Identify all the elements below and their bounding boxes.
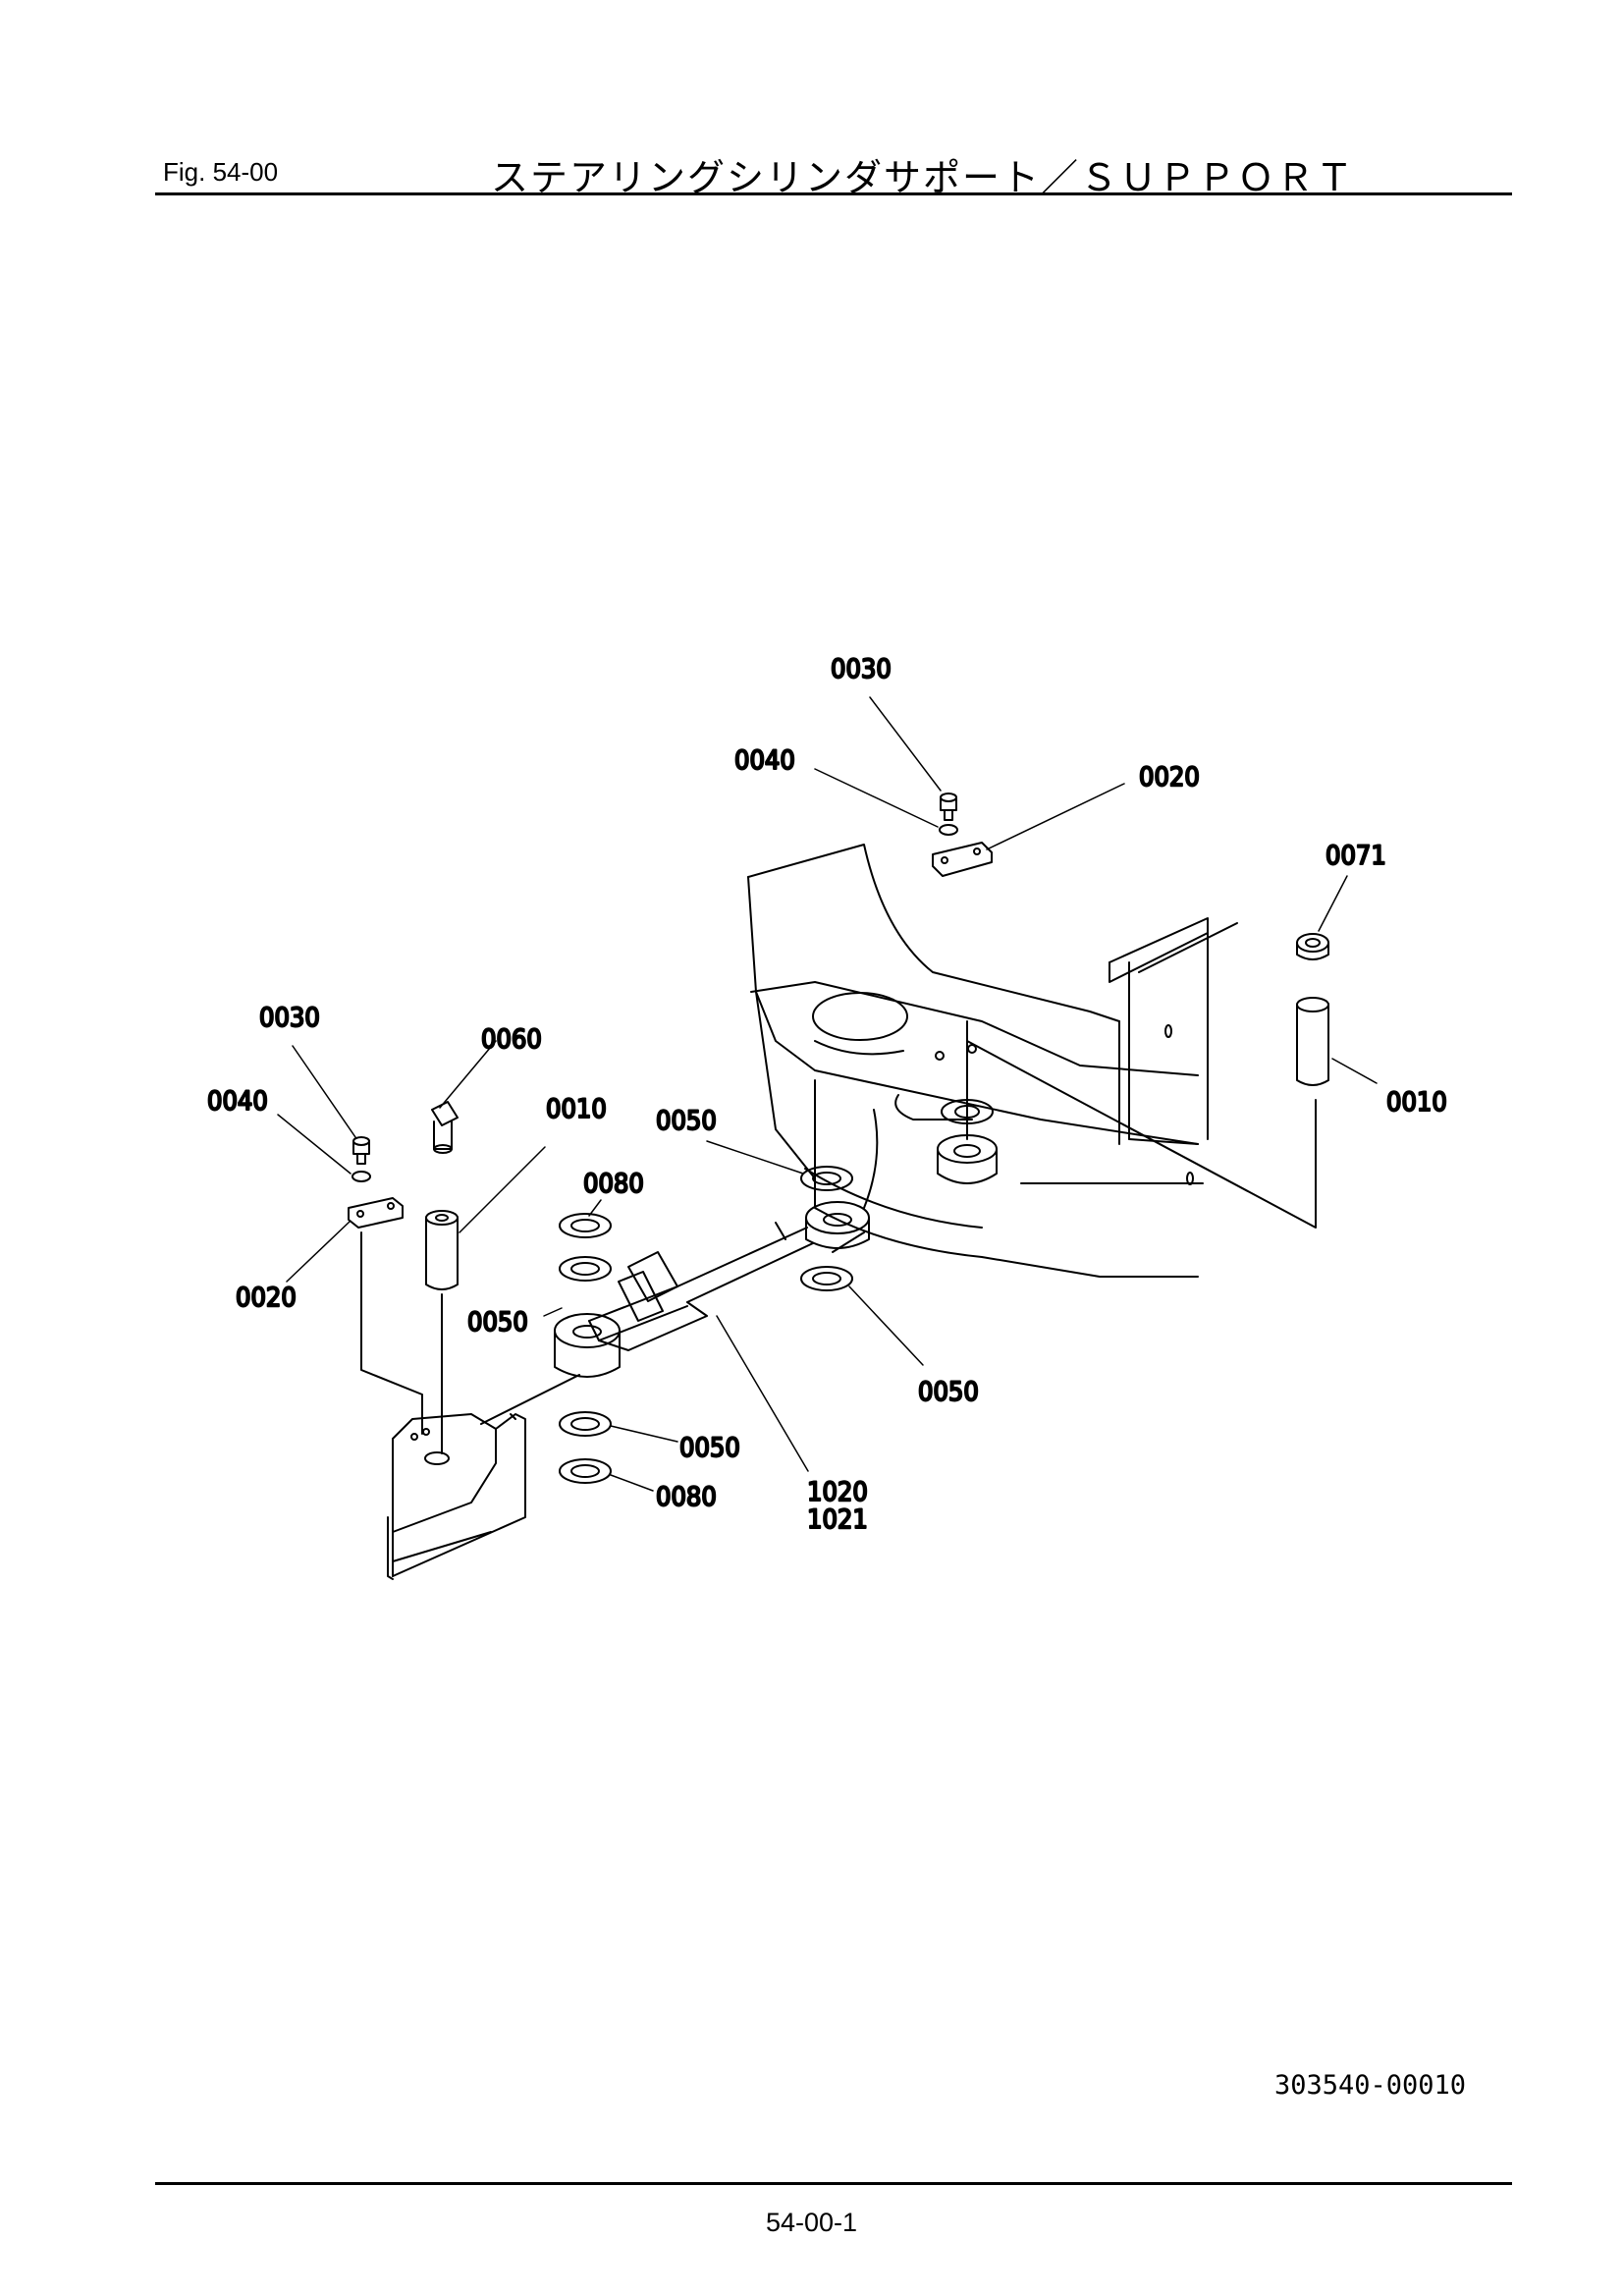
washer-0040-left [352, 1171, 371, 1182]
callout-1021: 1021 [807, 1504, 868, 1535]
bolt-0030-left [352, 1136, 370, 1165]
pin-0010-left [425, 1210, 459, 1290]
figure-number: Fig. 54-00 [163, 157, 279, 187]
frame-pivot-lug [937, 1134, 998, 1184]
washer-0050-mid [559, 1256, 612, 1282]
page-number: 54-00-1 [765, 2208, 858, 2237]
callout-1020: 1020 [807, 1477, 868, 1507]
plate-0020-left [348, 1197, 404, 1229]
assembly-line-upper-eye [832, 1231, 865, 1253]
callout-0040-left: 0040 [207, 1086, 268, 1117]
callout-0030-left: 0030 [259, 1003, 320, 1033]
callout-0080-lower: 0080 [656, 1482, 717, 1512]
washer-0050-upper [800, 1166, 853, 1191]
plate-0020-top [932, 842, 993, 877]
washer-0040-top [939, 824, 958, 836]
steering-cylinder [554, 1201, 870, 1378]
callout-0040-top: 0040 [734, 745, 795, 776]
assembly-line-left-plate [360, 1231, 423, 1435]
leader-lines [277, 696, 1378, 1492]
header-rule [155, 192, 1512, 195]
washer-0080-upper [559, 1213, 612, 1238]
pin-0010-right [1296, 997, 1329, 1086]
figure-header: Fig. 54-00 ステアリングシリンダサポート／ＳＵＰＰＯＲＴ [0, 147, 1623, 199]
callout-0050-lower: 0050 [679, 1433, 740, 1463]
callout-0050-right: 0050 [918, 1377, 979, 1407]
washer-0080-lower [559, 1458, 612, 1484]
left-bracket [387, 1374, 580, 1580]
callout-0030-top: 0030 [831, 654, 892, 684]
callout-0050-upper: 0050 [656, 1106, 717, 1136]
frame-housing [747, 844, 1238, 1278]
callout-0020-left: 0020 [236, 1283, 297, 1313]
assembly-line-right [966, 1040, 1317, 1229]
callout-0020-top: 0020 [1139, 762, 1200, 793]
washer-0050-lower [559, 1411, 612, 1437]
callout-0050-mid: 0050 [467, 1307, 528, 1338]
nut-0071 [1296, 933, 1329, 960]
grease-nipple-0060 [431, 1101, 459, 1154]
callout-0010-right: 0010 [1386, 1087, 1447, 1118]
callout-0071: 0071 [1325, 841, 1386, 871]
washer-0050-right [800, 1266, 853, 1291]
callout-0080-upper: 0080 [583, 1169, 644, 1199]
callout-0010-left: 0010 [546, 1094, 607, 1124]
footer-rule [155, 2182, 1512, 2185]
figure-title: ステアリングシリンダサポート／ＳＵＰＰＯＲＴ [491, 156, 1356, 199]
drawing-number: 303540-00010 [1274, 2070, 1467, 2101]
callout-0060: 0060 [481, 1024, 542, 1055]
bolt-0030-top [940, 793, 957, 821]
